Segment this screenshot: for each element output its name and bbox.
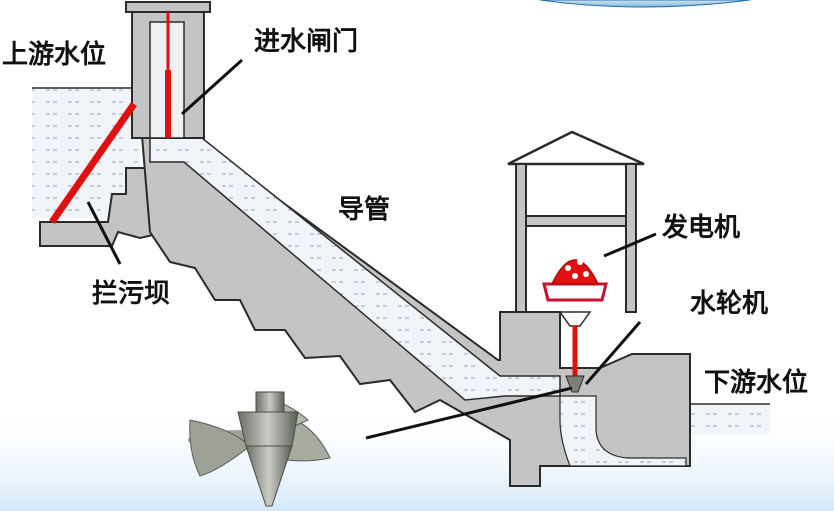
label-generator: 发电机	[661, 212, 740, 243]
label-turbine: 水轮机	[690, 289, 768, 319]
top-decoration	[539, 0, 751, 8]
powerhouse-roof	[507, 130, 645, 166]
leader-generator	[603, 232, 657, 258]
generator-shell	[542, 282, 608, 302]
label-trash-dam: 拦污坝	[92, 279, 170, 309]
intake-gate	[165, 70, 171, 138]
draft-tube-water	[559, 395, 687, 467]
leader-turbine-enlarged	[365, 386, 573, 440]
turbine-housing	[558, 311, 592, 327]
label-penstock: 导管	[338, 195, 390, 225]
label-downstream-level: 下游水位	[704, 367, 808, 398]
turbine-runner-enlarged	[188, 391, 331, 507]
trash-rack	[49, 102, 137, 224]
label-upstream-level: 上游水位	[2, 39, 106, 70]
intake-tower-cap	[125, 1, 211, 13]
leader-turbine-small	[584, 321, 642, 385]
generator-dome	[550, 259, 600, 285]
penstock-water	[149, 129, 561, 401]
label-intake-gate: 进水闸门	[254, 27, 358, 57]
powerhouse-wall-left	[515, 163, 527, 313]
leader-intake-gate	[180, 58, 244, 116]
leader-trash-dam	[86, 201, 122, 265]
powerhouse-wall-right	[625, 163, 637, 313]
powerhouse-beam	[525, 215, 627, 227]
